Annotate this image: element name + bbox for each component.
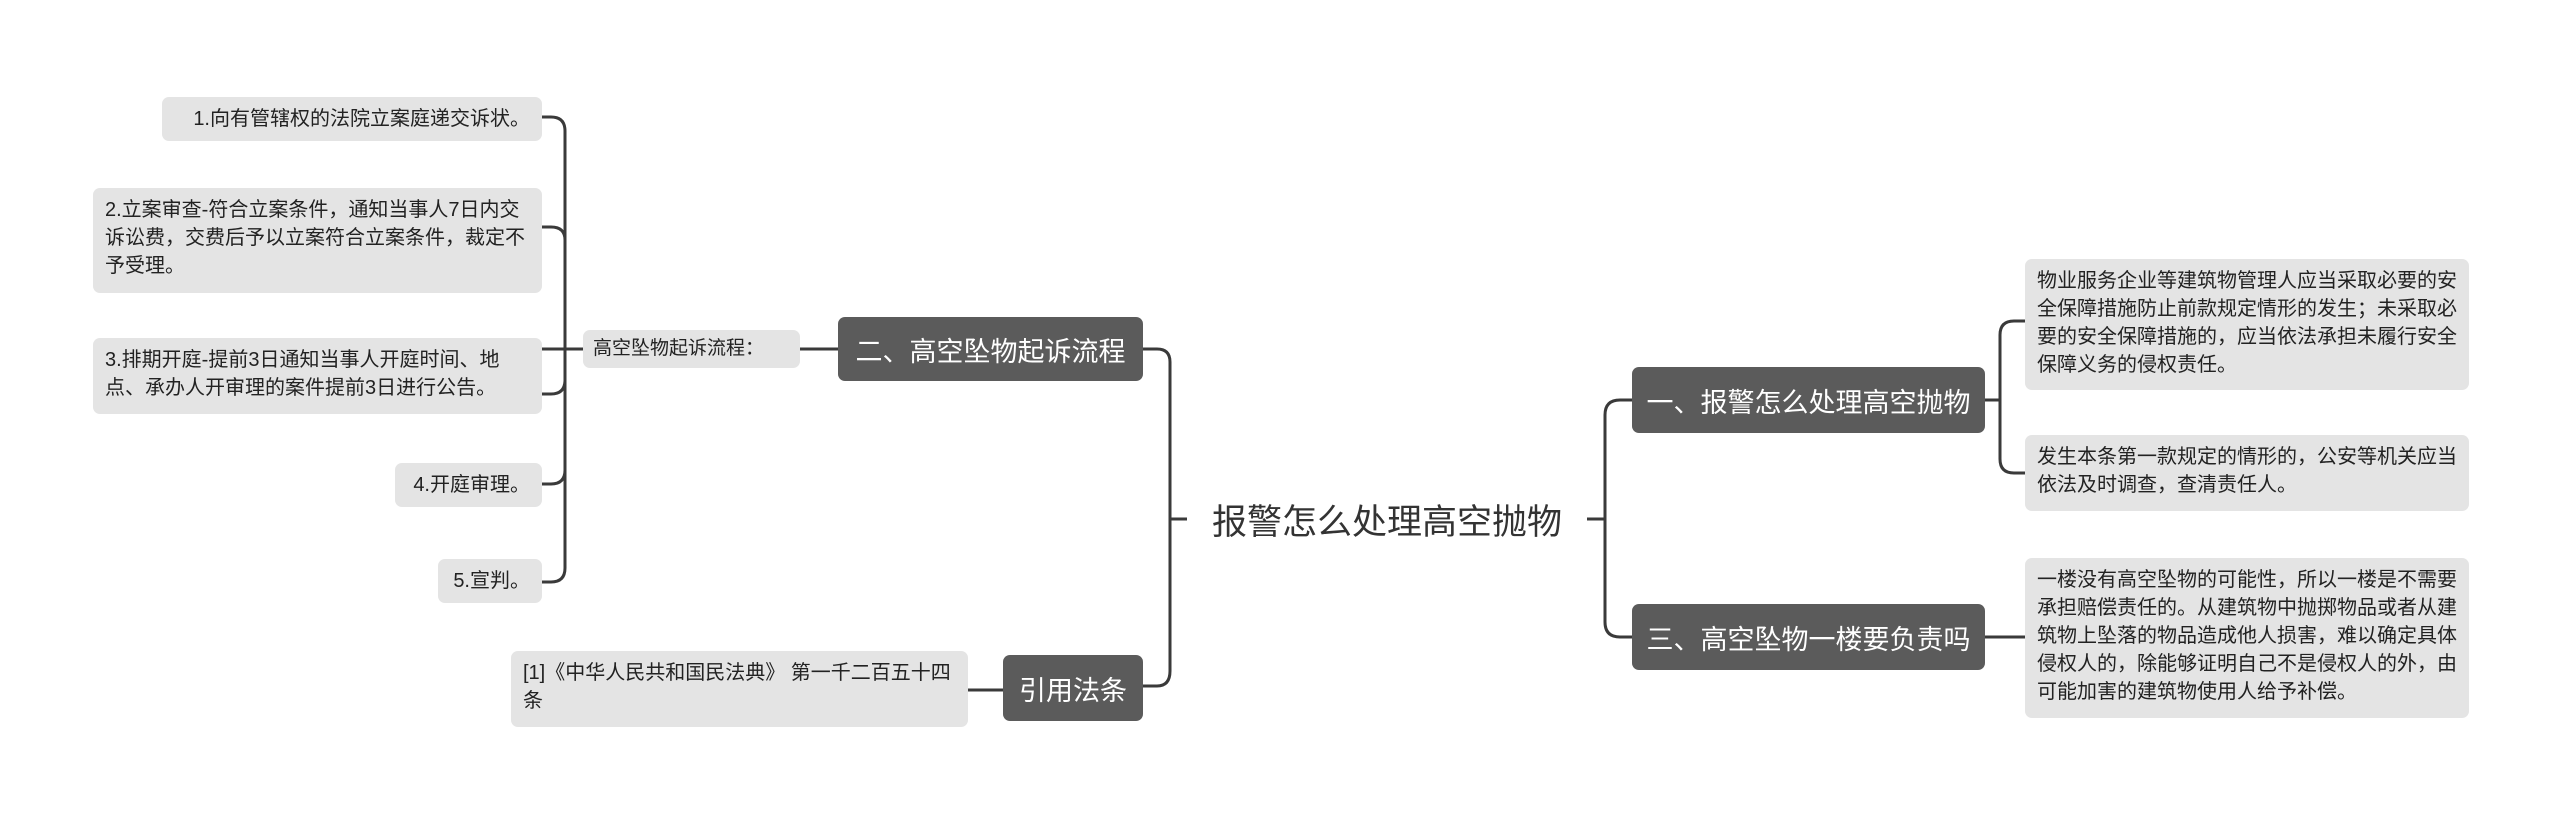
leaf-first-floor-explanation[interactable]: 一楼没有高空坠物的可能性，所以一楼是不需要承担赔偿责任的。从建筑物中抛掷物品或者… [2025,558,2469,718]
leaf-step-3[interactable]: 3.排期开庭-提前3日通知当事人开庭时间、地点、承办人开审理的案件提前3日进行公… [93,338,542,414]
connector-b1-leaves [1983,319,2027,475]
central-topic[interactable]: 报警怎么处理高空抛物 [1187,488,1587,550]
sub-procedure-label[interactable]: 高空坠物起诉流程： [583,330,800,368]
leaf-police-investigation[interactable]: 发生本条第一款规定的情形的，公安等机关应当依法及时调查，查清责任人。 [2025,435,2469,511]
leaf-step-1[interactable]: 1.向有管辖权的法院立案庭递交诉状。 [162,97,542,141]
connector-right-trunk [1603,398,1634,639]
leaf-step-5[interactable]: 5.宣判。 [438,559,542,603]
branch-lawsuit-procedure[interactable]: 二、高空坠物起诉流程 [838,317,1143,381]
connector-leaves [540,115,567,584]
branch-cited-law[interactable]: 引用法条 [1003,655,1143,721]
connector-left-trunk [1141,347,1172,688]
leaf-property-duty[interactable]: 物业服务企业等建筑物管理人应当采取必要的安全保障措施防止前款规定情形的发生；未采… [2025,259,2469,390]
leaf-step-2[interactable]: 2.立案审查-符合立案条件，通知当事人7日内交诉讼费，交费后予以立案符合立案条件… [93,188,542,293]
branch-report-handling[interactable]: 一、报警怎么处理高空抛物 [1632,367,1985,433]
leaf-cited-law[interactable]: [1]《中华人民共和国民法典》 第一千二百五十四条 [511,651,968,727]
branch-first-floor-liability[interactable]: 三、高空坠物一楼要负责吗 [1632,604,1985,670]
leaf-step-4[interactable]: 4.开庭审理。 [395,463,542,507]
